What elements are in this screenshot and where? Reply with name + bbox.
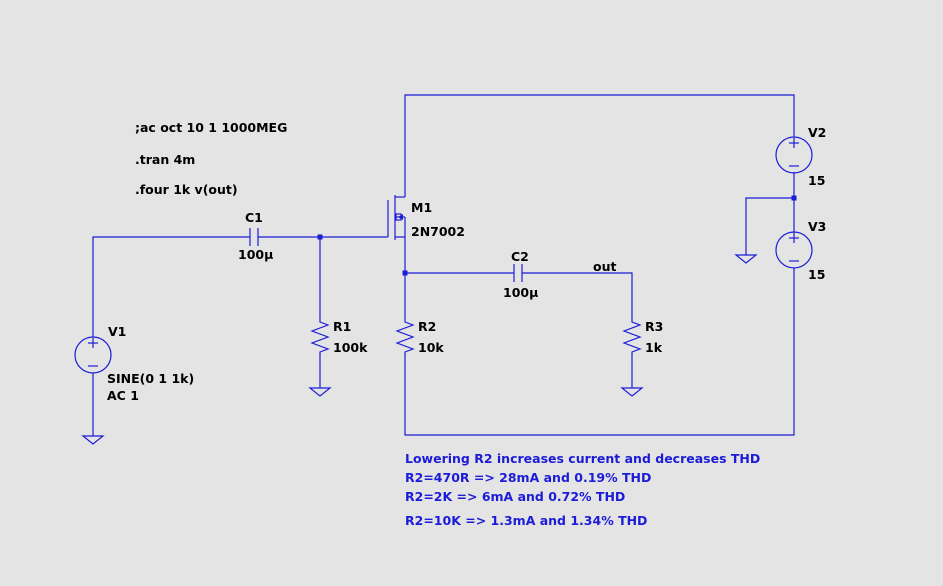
- capacitor-c1[interactable]: [249, 228, 259, 246]
- v1-extra: AC 1: [107, 388, 139, 403]
- r1-value: 100k: [333, 340, 368, 355]
- voltage-source-v2[interactable]: [775, 136, 813, 174]
- m1-name: M1: [411, 200, 432, 215]
- m1-value: 2N7002: [411, 224, 465, 239]
- c2-name: C2: [511, 249, 529, 264]
- directive-ac[interactable]: ;ac oct 10 1 1000MEG: [135, 120, 287, 135]
- comment-line-2[interactable]: R2=470R => 28mA and 0.19% THD: [405, 470, 651, 485]
- junction-supply-mid: [791, 195, 797, 201]
- v1-name: V1: [108, 324, 126, 339]
- comment-line-1[interactable]: Lowering R2 increases current and decrea…: [405, 451, 760, 466]
- voltage-source-v1[interactable]: [74, 336, 112, 374]
- v2-name: V2: [808, 125, 826, 140]
- c1-name: C1: [245, 210, 263, 225]
- junction-source: [402, 270, 408, 276]
- ground-symbol-r1: [308, 387, 332, 397]
- voltage-source-v3[interactable]: [775, 231, 813, 269]
- ground-symbol-v1: [81, 435, 105, 445]
- comment-line-3[interactable]: R2=2K => 6mA and 0.72% THD: [405, 489, 625, 504]
- ground-symbol-r3: [620, 387, 644, 397]
- r1-name: R1: [333, 319, 351, 334]
- r2-name: R2: [418, 319, 436, 334]
- r2-value: 10k: [418, 340, 444, 355]
- r3-name: R3: [645, 319, 663, 334]
- junctions: [317, 195, 797, 276]
- c2-value: 100µ: [503, 285, 538, 300]
- resistor-r2[interactable]: [395, 318, 415, 355]
- directive-four[interactable]: .four 1k v(out): [135, 182, 238, 197]
- r3-value: 1k: [645, 340, 663, 355]
- resistor-r1[interactable]: [310, 318, 330, 355]
- junction-gate: [317, 234, 323, 240]
- c1-value: 100µ: [238, 247, 273, 262]
- v1-value: SINE(0 1 1k): [107, 371, 194, 386]
- net-label-out: out: [593, 259, 616, 274]
- v3-name: V3: [808, 219, 826, 234]
- comment-line-4[interactable]: R2=10K => 1.3mA and 1.34% THD: [405, 513, 647, 528]
- directive-tran[interactable]: .tran 4m: [135, 152, 195, 167]
- wires: [92, 94, 795, 436]
- mosfet-m1[interactable]: [387, 195, 406, 240]
- resistor-r3[interactable]: [622, 318, 642, 355]
- ground-symbol-supply: [734, 254, 758, 264]
- v3-value: 15: [808, 267, 825, 282]
- v2-value: 15: [808, 173, 825, 188]
- capacitor-c2[interactable]: [513, 264, 523, 282]
